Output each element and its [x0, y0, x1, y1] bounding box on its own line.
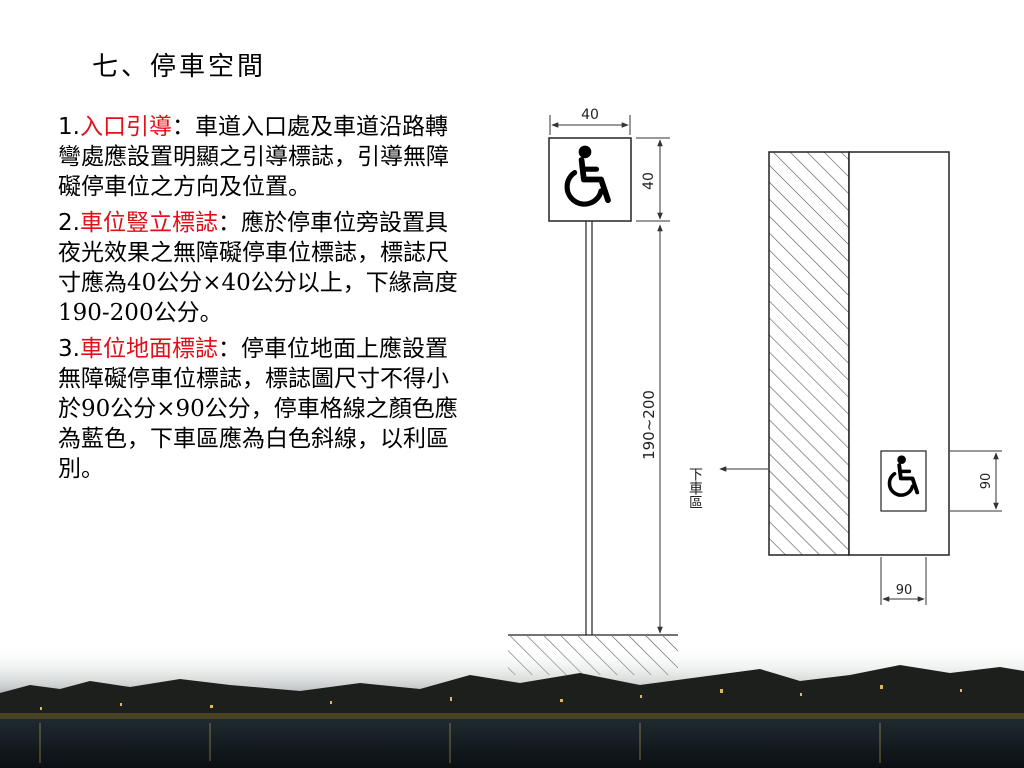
item-heading: 車位豎立標誌 [79, 210, 218, 236]
dimension-height: 190~200 [638, 224, 670, 636]
sign-diagram: 40 40 190~200 [488, 105, 1012, 675]
dim-top-label: 40 [581, 107, 599, 123]
dimension-top: 40 [549, 107, 631, 135]
slide-title: 七、停車空間 [92, 52, 267, 82]
dim-floor-width-label: 90 [896, 583, 913, 598]
item-heading: 車位地面標誌 [79, 336, 218, 362]
item-number: 3. [58, 336, 80, 362]
item-text: ：停車位地面上應設置無障礙停車位標誌，標誌圖尺寸不得小於90公分×90公分，停車… [58, 336, 458, 482]
dimension-floor-width: 90 [880, 557, 927, 605]
wheelchair-icon [564, 145, 611, 207]
list-item: 2.車位豎立標誌：應於停車位旁設置具夜光效果之無障礙停車位標誌，標誌尺寸應為40… [58, 208, 458, 328]
body-text: 1.入口引導：車道入口處及車道沿路轉彎處應設置明顯之引導標誌，引導無障礙停車位之… [58, 112, 458, 490]
item-text: ：車道入口處及車道沿路轉彎處應設置明顯之引導標誌，引導無障礙停車位之方向及位置。 [58, 114, 449, 200]
dropoff-label: 下車區 [687, 467, 703, 509]
list-item: 3.車位地面標誌：停車位地面上應設置無障礙停車位標誌，標誌圖尺寸不得小於90公分… [58, 334, 458, 484]
city-skyline-image [0, 645, 1024, 768]
wheelchair-icon [887, 455, 920, 497]
dim-floor-height-label: 90 [979, 473, 994, 490]
item-text: ：應於停車位旁設置具夜光效果之無障礙停車位標誌，標誌尺寸應為40公分×40公分以… [58, 210, 458, 326]
parking-space-plan: 下車區 [687, 151, 950, 556]
upright-sign [548, 137, 632, 635]
dimension-side: 40 [636, 137, 670, 222]
item-number: 1. [58, 114, 80, 140]
dimension-floor-height: 90 [950, 450, 1002, 512]
item-number: 2. [58, 210, 80, 236]
item-heading: 入口引導 [79, 114, 172, 140]
list-item: 1.入口引導：車道入口處及車道沿路轉彎處應設置明顯之引導標誌，引導無障礙停車位之… [58, 112, 458, 202]
dim-height-label: 190~200 [640, 390, 658, 460]
dim-side-label: 40 [641, 172, 657, 190]
